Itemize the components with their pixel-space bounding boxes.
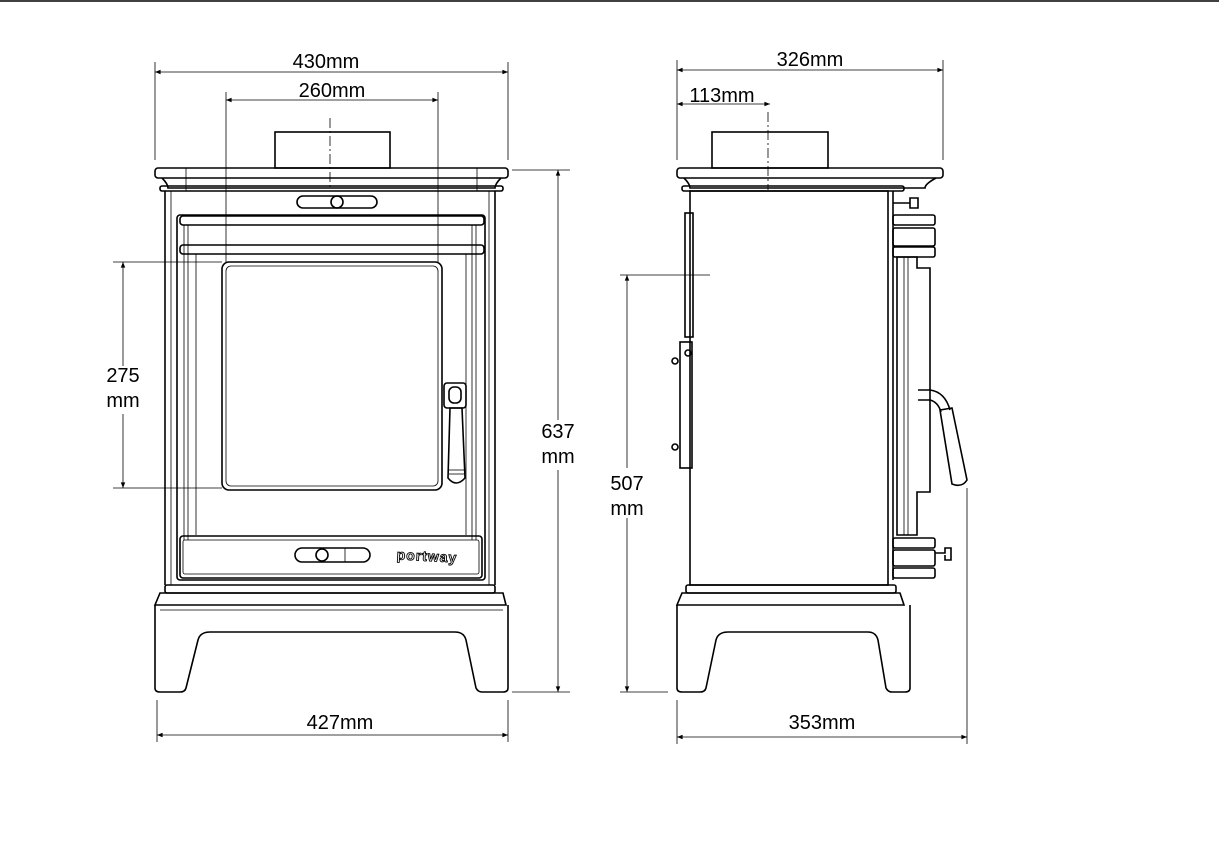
dim-width-base: 427mm (307, 712, 374, 734)
dim-flue-offset: 113mm (689, 85, 754, 107)
side-dimensions: 326mm 113mm 507 mm 353mm (610, 49, 968, 744)
air-slider-top (296, 195, 378, 209)
air-slider-bottom (294, 547, 371, 563)
door-frame (176, 214, 486, 581)
side-door-handle (918, 389, 968, 487)
dim-depth-top: 326mm (777, 49, 844, 71)
dim-glass-height-value: 275 (106, 365, 139, 387)
dim-door-width: 260mm (299, 80, 366, 102)
top-plate (154, 167, 509, 179)
side-flue-collar (711, 131, 829, 169)
front-dimensions: 430mm 260mm 275 mm 637 mm 427mm (106, 51, 575, 742)
dim-total-height-unit: mm (541, 446, 574, 468)
dim-glass-height-unit: mm (106, 390, 139, 412)
dim-width-top: 430mm (293, 51, 360, 73)
flue-collar (274, 131, 391, 169)
door-handle (443, 382, 467, 484)
bottom-band (179, 535, 483, 579)
base-legs (154, 605, 509, 693)
side-body (689, 190, 889, 586)
front-view: portway (153, 118, 509, 693)
dim-flue-height-unit: mm (610, 498, 643, 520)
dim-total-height-value: 637 (541, 421, 574, 443)
rear-bracket (679, 341, 693, 469)
dim-flue-height-value: 507 (610, 473, 643, 495)
side-view (620, 112, 968, 693)
door-glass (221, 261, 443, 491)
dim-depth-total: 353mm (789, 712, 856, 734)
plinth (164, 584, 496, 594)
portway-logo: portway (396, 546, 457, 565)
